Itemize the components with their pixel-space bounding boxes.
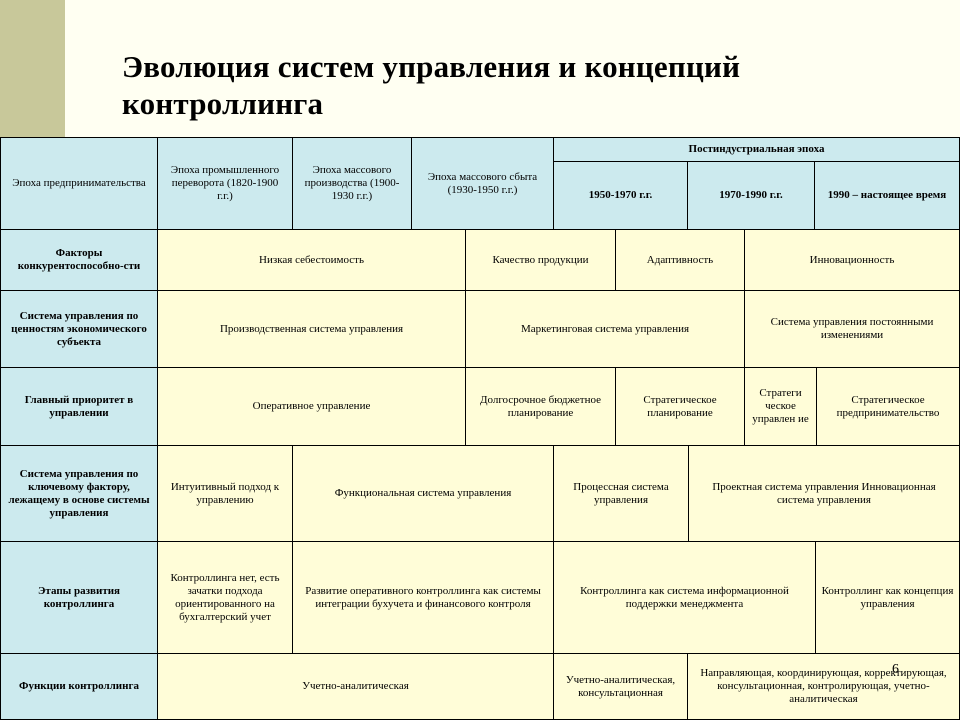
table-cell-r1-c4: Инновационность	[744, 229, 960, 291]
table-cell-r2-c3: Система управления постоянными изменения…	[744, 290, 960, 368]
table-cell-r2-label: Система управления по ценностям экономич…	[0, 290, 158, 368]
table-cell-r3-c3: Стратегическое планирование	[615, 367, 745, 446]
slide-title: Эволюция систем управления и концепций к…	[122, 49, 741, 121]
table-cell-r3-label: Главный приоритет в управлении	[0, 367, 158, 446]
table-cell-r5-c4: Контроллинг как концепция управления	[815, 541, 960, 654]
table-cell-r5-c2: Развитие оперативного контроллинга как с…	[292, 541, 554, 654]
slide-number: 6	[892, 662, 899, 677]
table-cell-r5-label: Этапы развития контроллинга	[0, 541, 158, 654]
table-cell-r3-c4: Стратеги ческое управлен ие	[744, 367, 817, 446]
table-cell-r4-c2: Функциональная система управления	[292, 445, 554, 542]
table-cell-r3-c5: Стратегическое предпринимательство	[816, 367, 960, 446]
table-cell-r2-c2: Маркетинговая система управления	[465, 290, 745, 368]
table-cell-r4-label: Система управления по ключевому фактору,…	[0, 445, 158, 542]
table-cell-r5-c1: Контроллинга нет, есть зачатки подхода о…	[157, 541, 293, 654]
table-cell-r3-c2: Долгосрочное бюджетное планирование	[465, 367, 616, 446]
table-cell-r1-c2: Качество продукции	[465, 229, 616, 291]
table-cell-r3-c1: Оперативное управление	[157, 367, 466, 446]
table-cell-r1-c1: Низкая себестоимость	[157, 229, 466, 291]
table-cell-r1-c3: Адаптивность	[615, 229, 745, 291]
table-cell-h-p2: 1970-1990 г.г.	[687, 161, 815, 230]
table-cell-r5-c3: Контроллинга как система информационной …	[553, 541, 816, 654]
table-cell-r4-c4: Проектная система управления Инновационн…	[688, 445, 960, 542]
table-cell-r4-c1: Интуитивный подход к управлению	[157, 445, 293, 542]
table-cell-h-p3: 1990 – настоящее время	[814, 161, 960, 230]
table-cell-h-post: Постиндустриальная эпоха	[553, 137, 960, 162]
table-cell-r1-label: Факторы конкурентоспособно-сти	[0, 229, 158, 291]
table-cell-h-ep3: Эпоха массового производства (1900-1930 …	[292, 137, 412, 230]
decorative-side-bar	[0, 0, 65, 138]
table-cell-h-ep2: Эпоха промышленного переворота (1820-190…	[157, 137, 293, 230]
table-cell-r4-c3: Процессная система управления	[553, 445, 689, 542]
table-cell-r6-c3: Направляющая, координирующая, корректиру…	[687, 653, 960, 720]
table-cell-r6-c2: Учетно-аналитическая, консультационная	[553, 653, 688, 720]
table-cell-r6-c1: Учетно-аналитическая	[157, 653, 554, 720]
table-cell-h-p1: 1950-1970 г.г.	[553, 161, 688, 230]
table-cell-r2-c1: Производственная система управления	[157, 290, 466, 368]
table-cell-r6-label: Функции контроллинга	[0, 653, 158, 720]
table-cell-h-ep1: Эпоха предпринимательства	[0, 137, 158, 230]
table-cell-h-ep4: Эпоха массового сбыта (1930-1950 г.г.)	[411, 137, 554, 230]
